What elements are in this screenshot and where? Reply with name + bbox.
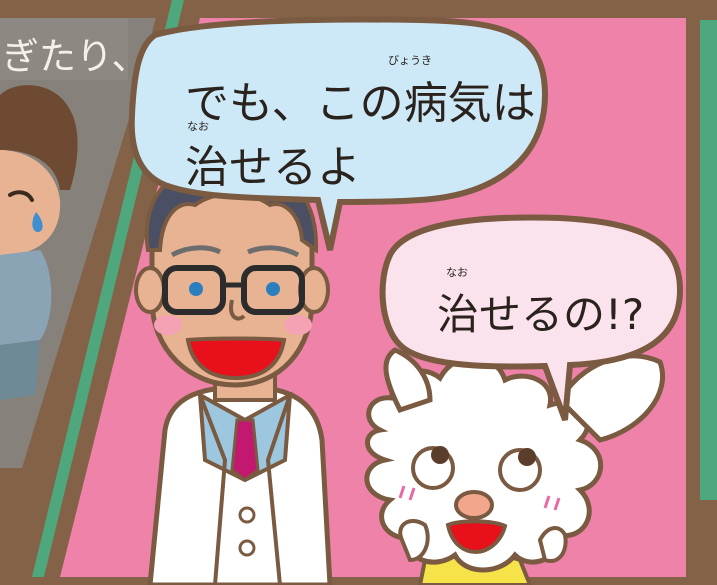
dog-speech-bubble [379, 214, 684, 422]
doctor-ruby-1: びょうき [388, 54, 432, 67]
doctor-line-1-prefix: でも、この [185, 78, 404, 129]
doctor-line-1-kanji: 病気 [403, 78, 492, 129]
doctor-speech-bubble [128, 16, 549, 251]
doctor-line-2-suffix: せるよ [229, 142, 361, 193]
doctor-line-1-suffix: は [491, 78, 536, 129]
dog-line: 治せるの!? [437, 281, 644, 342]
worried-boy-character [0, 85, 78, 400]
doctor-line-2-kanji: 治 [185, 142, 229, 193]
doctor-line-1: でも、この病気は [185, 67, 536, 131]
tear-drop-icon [32, 212, 43, 232]
dog-line-kanji: 治 [437, 290, 480, 339]
left-panel-caption: ぎたり、 [2, 35, 149, 78]
white-dog-character [364, 347, 665, 585]
doctor-ruby-2: なお [187, 120, 209, 133]
left-panel-text: ぎたり、 [2, 26, 149, 80]
doctor-line-2: 治せるよ [185, 131, 361, 195]
dog-line-suffix: せるの!? [479, 290, 645, 339]
dog-ruby: なお [446, 266, 468, 279]
